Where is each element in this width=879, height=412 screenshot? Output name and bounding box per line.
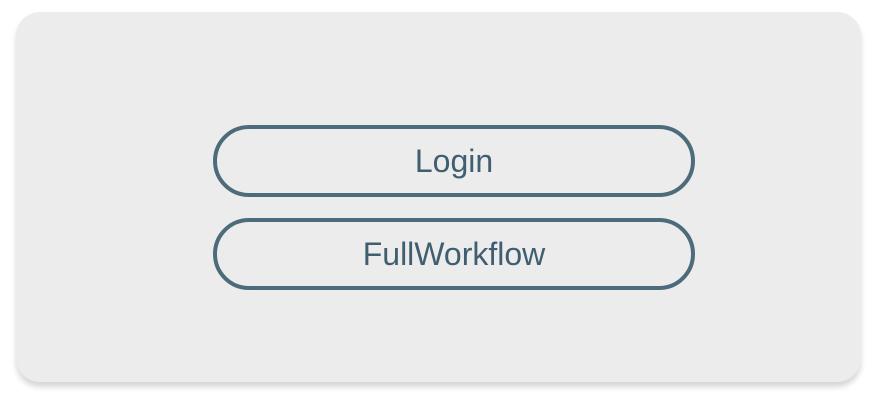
full-workflow-button[interactable]: FullWorkflow (213, 218, 695, 290)
login-button[interactable]: Login (213, 125, 695, 197)
button-panel: Login FullWorkflow (16, 12, 861, 382)
